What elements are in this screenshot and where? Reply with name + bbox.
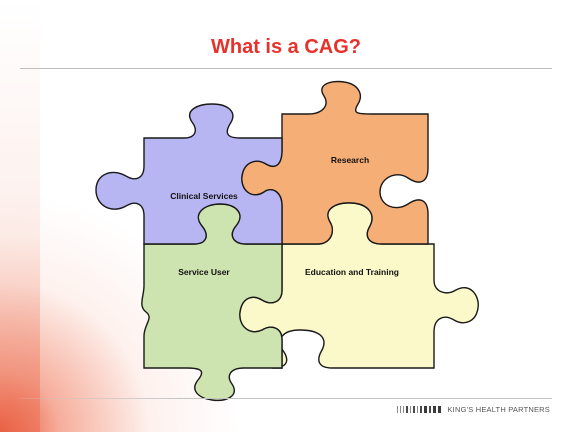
puzzle-piece-clinical-services xyxy=(95,103,283,245)
label-service-user: Service User xyxy=(178,267,230,277)
left-edge-gradient xyxy=(0,0,40,432)
barcode-logo-icon xyxy=(397,405,442,413)
label-clinical-services: Clinical Services xyxy=(170,191,238,201)
footer-brand: KING'S HEALTH PARTNERS xyxy=(397,402,550,416)
footer-divider xyxy=(20,398,552,399)
slide-title: What is a CAG? xyxy=(210,36,361,58)
label-research: Research xyxy=(331,155,369,165)
label-education-and-training: Education and Training xyxy=(305,267,399,277)
title-divider xyxy=(20,68,552,69)
footer-brand-text: KING'S HEALTH PARTNERS xyxy=(447,404,550,414)
